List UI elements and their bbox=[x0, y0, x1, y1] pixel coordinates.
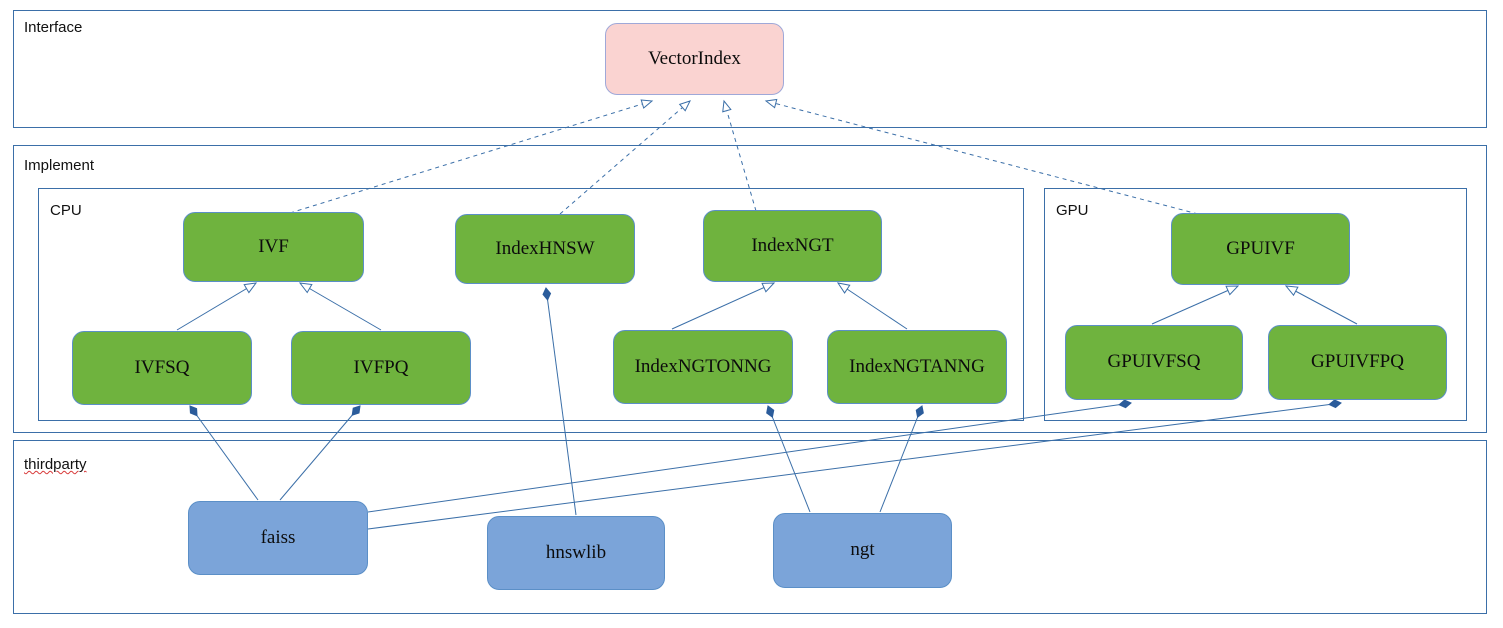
node-indexhnsw[interactable]: IndexHNSW bbox=[455, 214, 635, 284]
node-indexngtonng[interactable]: IndexNGTONNG bbox=[613, 330, 793, 404]
node-hnswlib[interactable]: hnswlib bbox=[487, 516, 665, 590]
node-ivfsq[interactable]: IVFSQ bbox=[72, 331, 252, 405]
node-ivf[interactable]: IVF bbox=[183, 212, 364, 282]
node-indexngt[interactable]: IndexNGT bbox=[703, 210, 882, 282]
node-ivfpq[interactable]: IVFPQ bbox=[291, 331, 471, 405]
node-vectorindex[interactable]: VectorIndex bbox=[605, 23, 784, 95]
container-label-interface: Interface bbox=[24, 19, 83, 36]
node-gpuivf[interactable]: GPUIVF bbox=[1171, 213, 1350, 285]
node-indexngtanng[interactable]: IndexNGTANNG bbox=[827, 330, 1007, 404]
container-label-implement: Implement bbox=[24, 157, 95, 174]
node-gpuivfpq[interactable]: GPUIVFPQ bbox=[1268, 325, 1447, 400]
node-gpuivfsq[interactable]: GPUIVFSQ bbox=[1065, 325, 1243, 400]
node-faiss[interactable]: faiss bbox=[188, 501, 368, 575]
node-ngt[interactable]: ngt bbox=[773, 513, 952, 588]
container-label-gpu: GPU bbox=[1056, 202, 1089, 219]
container-label-cpu: CPU bbox=[50, 202, 82, 219]
container-label-thirdparty: thirdparty bbox=[24, 456, 87, 473]
